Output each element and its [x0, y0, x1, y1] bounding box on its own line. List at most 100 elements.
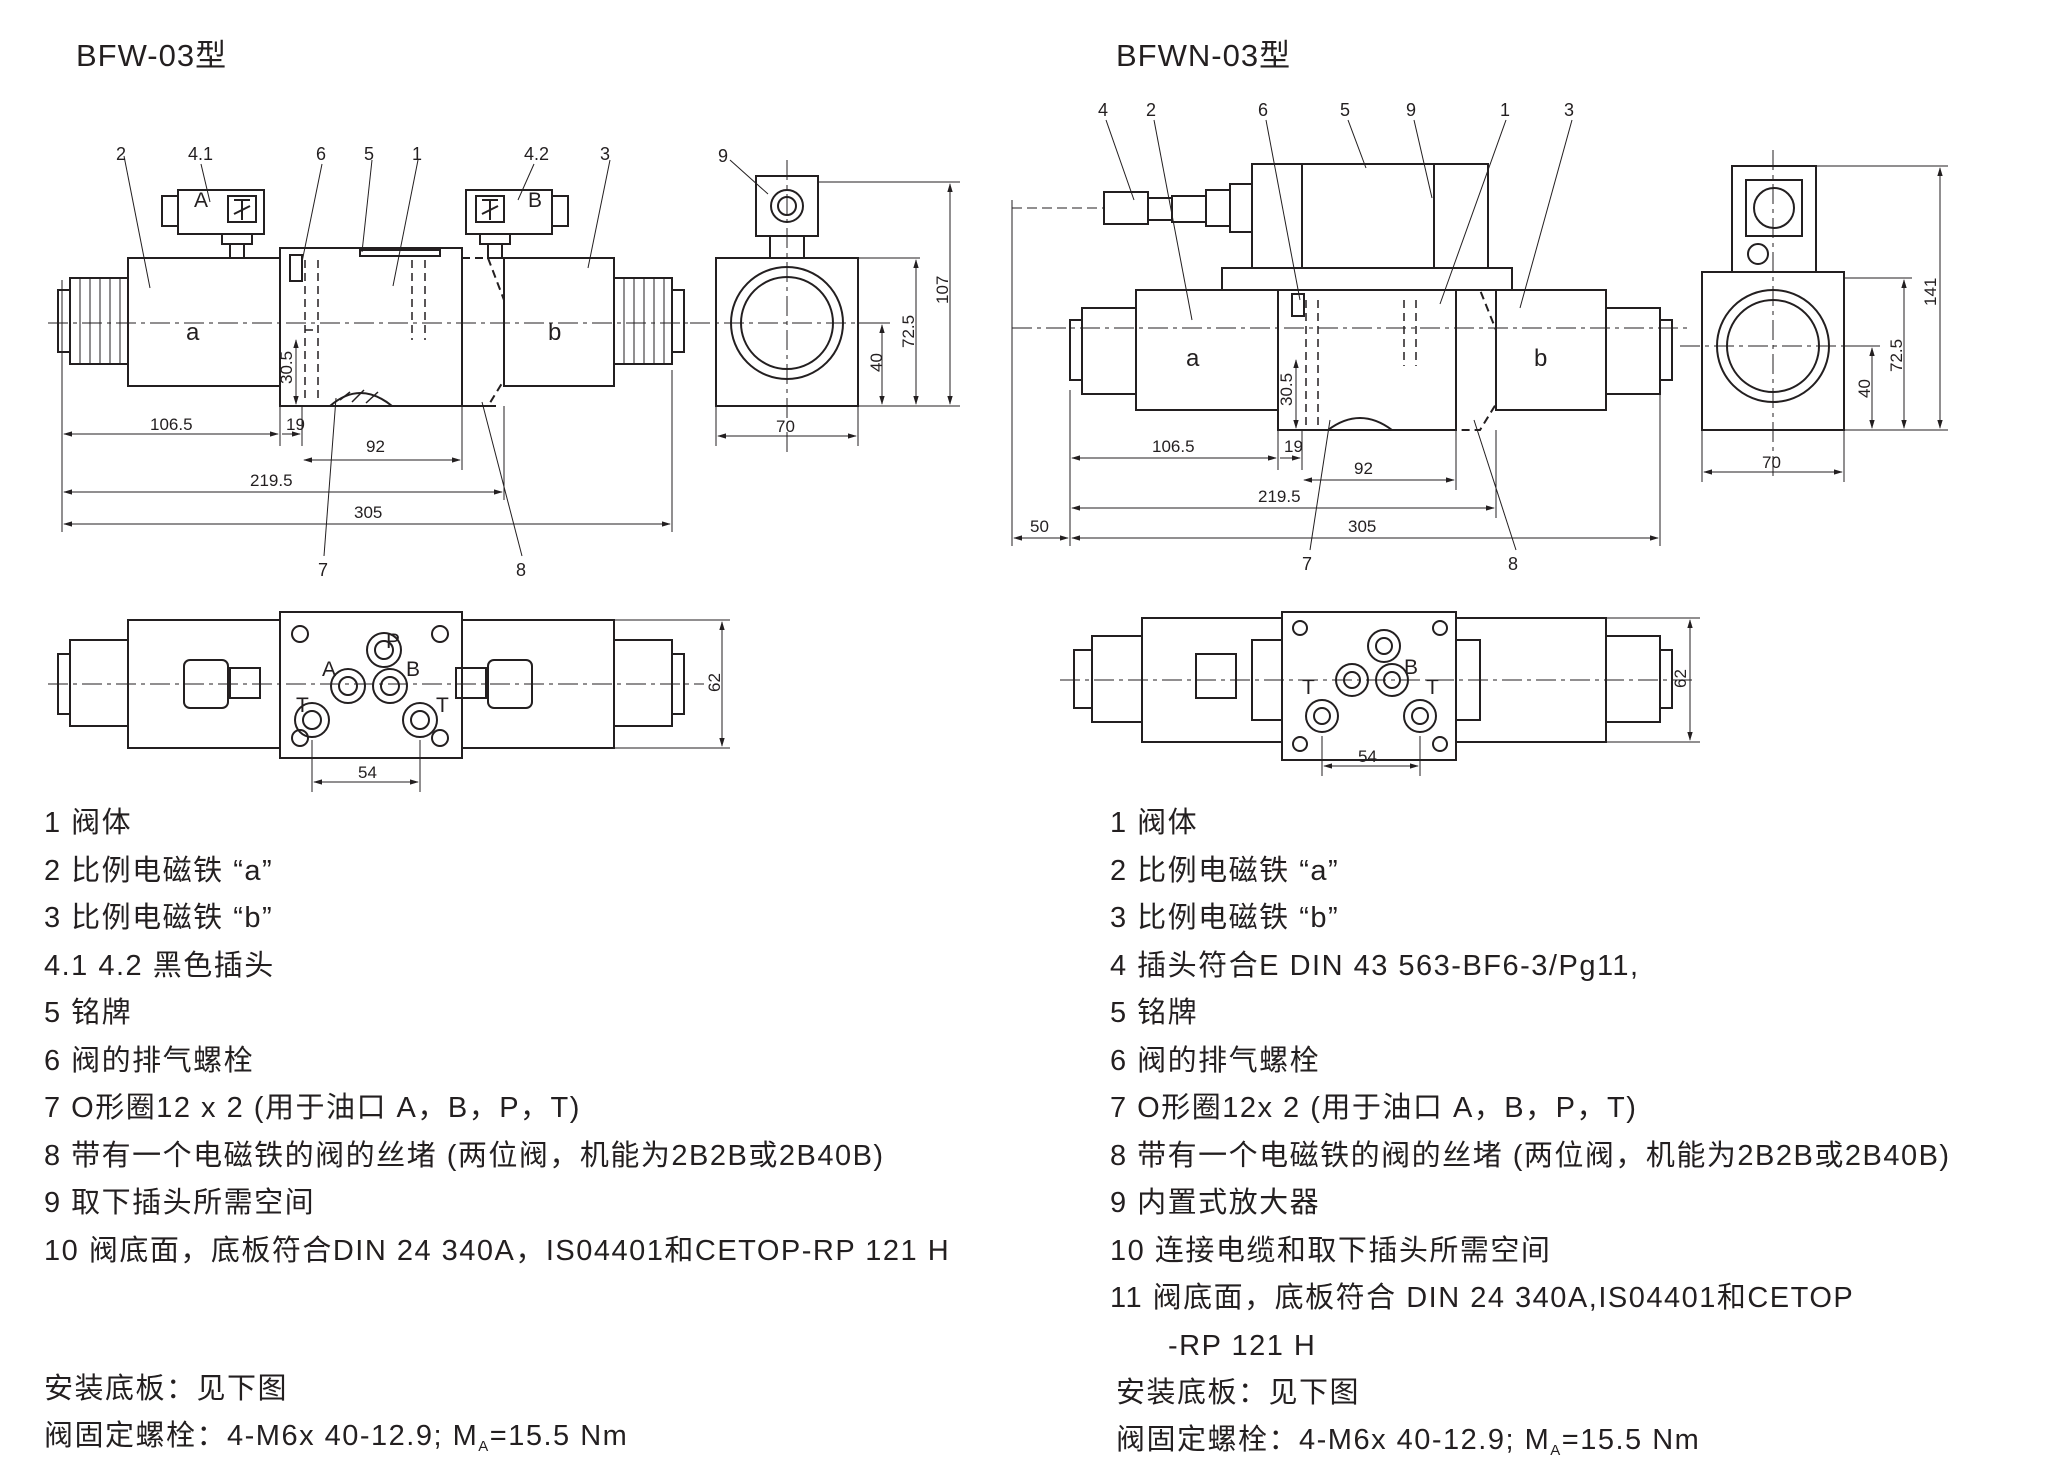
right-legend-item: 10 连接电缆和取下插头所需空间 [1110, 1234, 1552, 1267]
right-leaders [1105, 119, 1573, 551]
right-legend-item: 4 插头符合E DIN 43 563-BF6-3/Pg11, [1110, 949, 1640, 982]
port-A: A [322, 658, 336, 681]
part-8-right: 8 [1508, 554, 1518, 574]
dim-305-right: 305 [1348, 517, 1376, 536]
right-legend-item: 7 O形圈12x 2 (用于油口 A，B，P，T) [1110, 1092, 1638, 1124]
dim-72-5-right: 72.5 [1887, 339, 1906, 372]
left-legend-item: 5 铭牌 [44, 997, 133, 1029]
right-legend-item: -RP 121 H [1168, 1329, 1317, 1362]
dim-106-5: 106.5 [150, 415, 193, 434]
cable-gland [1012, 183, 1253, 233]
solenoid-a [127, 257, 281, 387]
dim-72-5: 72.5 [899, 315, 918, 348]
left-legend-item: 2 比例电磁铁 “a” [44, 854, 274, 887]
dim-92-right: 92 [1354, 459, 1373, 478]
port-B-right: B [1404, 656, 1418, 679]
plug-a-label: A [194, 189, 208, 212]
dim-219-5: 219.5 [250, 471, 293, 490]
part-8: 8 [516, 560, 526, 580]
left-mount-note: 安装底板：见下图 [44, 1373, 289, 1405]
dim-30-5-right: 30.5 [1277, 373, 1296, 406]
port-T2-right: T [1426, 676, 1439, 699]
label-b: b [548, 319, 561, 346]
dim-107: 107 [933, 276, 952, 304]
dim-106-5-right: 106.5 [1152, 437, 1195, 456]
part-6-right: 6 [1258, 100, 1268, 120]
right-end-dimensions [1701, 165, 1948, 482]
left-end-dimensions [715, 181, 960, 446]
part-1-right: 1 [1500, 100, 1510, 120]
right-footer: 安装底板：见下图 阀固定螺栓：4-M6x 40-12.9; MA=15.5 Nm [1116, 1370, 1700, 1474]
part-1: 1 [412, 144, 422, 164]
dim-305: 305 [354, 503, 382, 522]
part-4-2: 4.2 [524, 144, 549, 164]
port-T: T [296, 694, 309, 717]
right-top-view [1060, 611, 1694, 761]
right-bolt-note: 阀固定螺栓：4-M6x 40-12.9; MA=15.5 Nm [1116, 1424, 1701, 1459]
left-legend-item: 4.1 4.2 黑色插头 [44, 949, 275, 982]
left-legend: 1 阀体 2 比例电磁铁 “a” 3 比例电磁铁 “b” 4.1 4.2 黑色插… [44, 800, 950, 1275]
plug-4-2 [465, 189, 569, 259]
dim-70-right: 70 [1762, 453, 1781, 472]
left-legend-item: 7 O形圈12 x 2 (用于油口 A，B，P，T) [44, 1092, 581, 1124]
part-4-1: 4.1 [188, 144, 213, 164]
part-7: 7 [318, 560, 328, 580]
left-title: BFW-03型 [76, 38, 227, 73]
left-top-dimensions [311, 619, 730, 792]
right-legend-item: 2 比例电磁铁 “a” [1110, 854, 1340, 887]
right-legend-item: 1 阀体 [1110, 807, 1199, 839]
dim-50-right: 50 [1030, 517, 1049, 536]
part-4-right: 4 [1098, 100, 1108, 120]
right-legend-item: 8 带有一个电磁铁的阀的丝堵 (两位阀，机能为2B2B或2B40B) [1110, 1139, 1951, 1172]
right-legend-item: 11 阀底面，底板符合 DIN 24 340A,IS04401和CETOP [1110, 1282, 1855, 1314]
plug-b-label: B [528, 189, 542, 212]
part-5-right: 5 [1340, 100, 1350, 120]
dim-40-right: 40 [1855, 379, 1874, 398]
right-legend-item: 9 内置式放大器 [1110, 1187, 1321, 1219]
dim-54-right: 54 [1358, 747, 1377, 766]
part-3-right: 3 [1564, 100, 1574, 120]
right-end-view [1680, 150, 1866, 476]
right-side-view [1012, 163, 1690, 431]
left-legend-item: 1 阀体 [44, 807, 133, 839]
amplifier-housing [1251, 163, 1489, 269]
part-9: 9 [718, 146, 728, 166]
port-B: B [406, 658, 420, 681]
left-footer: 安装底板：见下图 阀固定螺栓：4-M6x 40-12.9; MA=15.5 Nm [44, 1366, 628, 1470]
right-title: BFWN-03型 [1116, 38, 1291, 73]
dim-54: 54 [358, 763, 377, 782]
left-legend-item: 9 取下插头所需空间 [44, 1187, 316, 1219]
part-3: 3 [600, 144, 610, 164]
label-a: a [186, 319, 200, 346]
port-P: P [386, 630, 400, 653]
right-legend-item: 6 阀的排气螺栓 [1110, 1044, 1321, 1077]
dim-70: 70 [776, 417, 795, 436]
vent-screw [289, 254, 303, 282]
dim-62-right: 62 [1671, 669, 1690, 688]
part-6: 6 [316, 144, 326, 164]
dim-219-5-right: 219.5 [1258, 487, 1301, 506]
dim-141-right: 141 [1921, 278, 1940, 306]
o-ring [329, 392, 393, 407]
part-5: 5 [364, 144, 374, 164]
dim-40: 40 [867, 353, 886, 372]
left-coil-nut-b [613, 277, 685, 365]
left-coil-nut-a [57, 277, 129, 365]
dim-19: 19 [286, 415, 305, 434]
right-legend-item: 5 铭牌 [1110, 997, 1199, 1029]
plug-4-1 [161, 189, 265, 259]
left-bolt-note: 阀固定螺栓：4-M6x 40-12.9; MA=15.5 Nm [44, 1420, 629, 1455]
left-legend-item: 6 阀的排气螺栓 [44, 1044, 255, 1077]
right-legend-item: 3 比例电磁铁 “b” [1110, 902, 1340, 934]
left-top-view [48, 611, 704, 759]
left-side-view [48, 189, 688, 407]
left-dimensions [61, 280, 673, 532]
right-dimensions [1011, 200, 1661, 546]
left-legend-item: 3 比例电磁铁 “b” [44, 902, 274, 934]
dim-62: 62 [705, 673, 724, 692]
part-2-right: 2 [1146, 100, 1156, 120]
left-leaders [123, 155, 611, 557]
right-mount-note: 安装底板：见下图 [1116, 1377, 1361, 1409]
right-legend: 1 阀体 2 比例电磁铁 “a” 3 比例电磁铁 “b” 4 插头符合E DIN… [1110, 800, 1951, 1370]
